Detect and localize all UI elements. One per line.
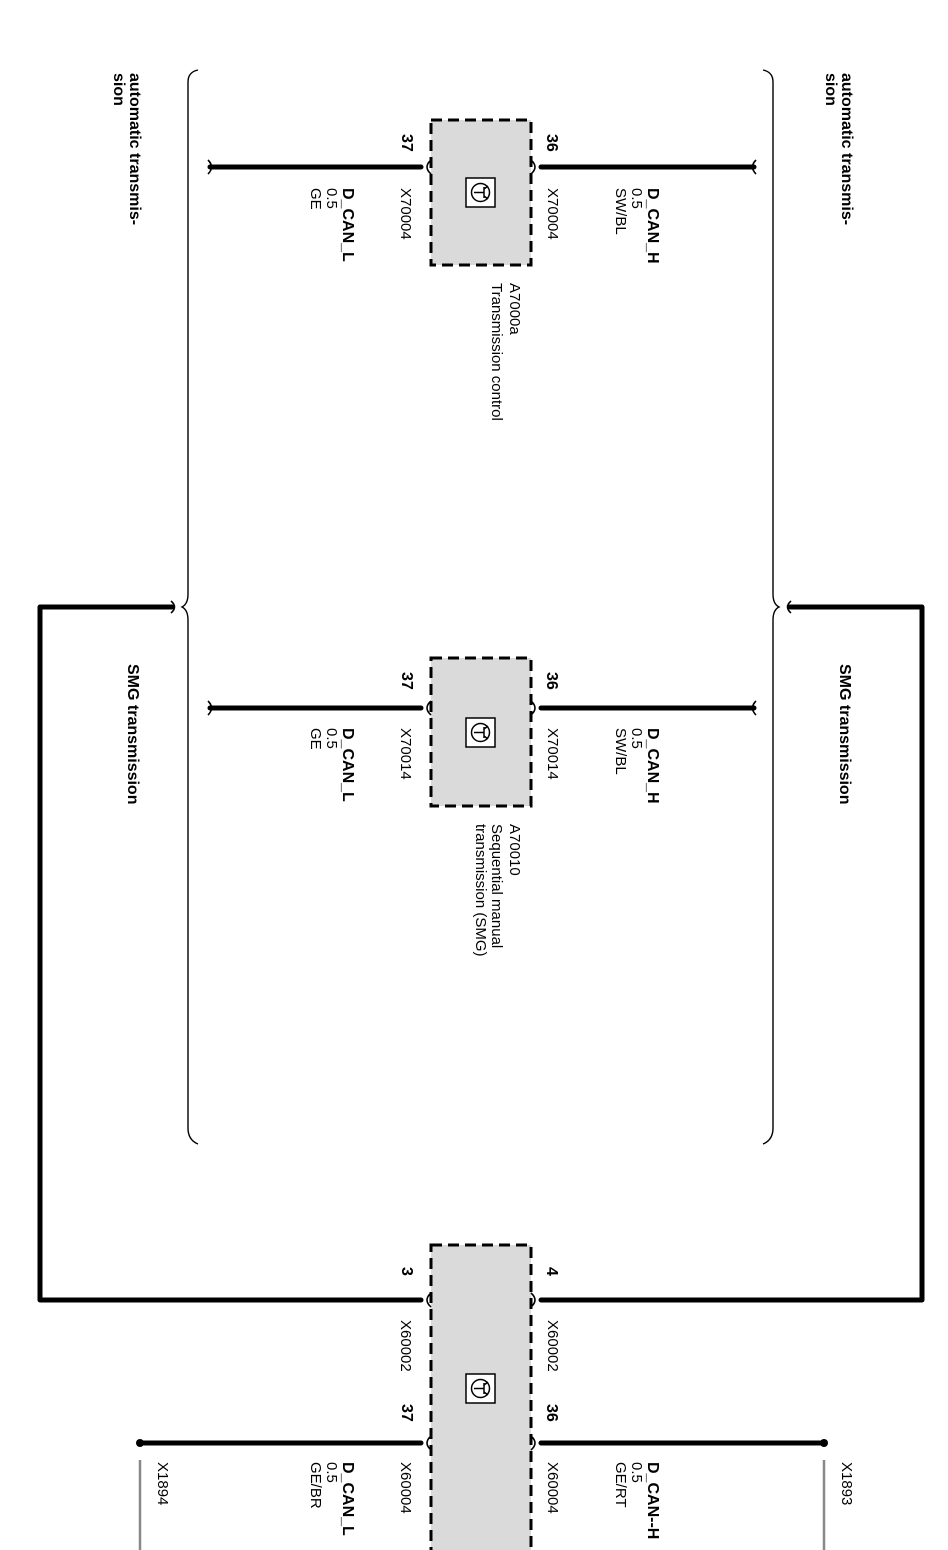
splice-x1894-dot (136, 1439, 144, 1447)
a7000a-low-signal: D_CAN_L (339, 188, 356, 262)
a70010-pin-37: 37 (398, 672, 415, 690)
a70010-high-end-cap (751, 700, 757, 716)
gateway-pin4-cap (530, 1292, 536, 1308)
gateway-high-size: 0.5 (628, 1462, 645, 1483)
variant-bracket-left (180, 69, 199, 1145)
a7000a-connector-high: X70004 (544, 188, 561, 240)
a7000a-pin36-cap (530, 159, 536, 175)
a70010-high-color: SW/BL (612, 728, 629, 775)
a7000a-connector-low: X70004 (397, 188, 414, 240)
a70010-pin-36: 36 (543, 672, 560, 690)
gateway-pin-36: 36 (543, 1404, 560, 1422)
a70010-pin36-cap (530, 700, 536, 716)
a7000a-low-size: 0.5 (323, 188, 340, 209)
a7000a-low-color: GE (307, 188, 324, 210)
a7000a-module-id: A7000a (506, 283, 523, 335)
gateway-low-signal: D_CAN_L (339, 1462, 356, 1536)
a70010-pin37-cap (426, 700, 432, 716)
gateway-high-color: GE/RT (612, 1462, 629, 1508)
gateway-connector-b-high: X60004 (544, 1462, 561, 1514)
a7000a-pin37-cap (426, 159, 432, 175)
splice-x1893-dot (820, 1439, 828, 1447)
a70010-low-end-cap (207, 700, 213, 716)
a70010-connector-high: X70014 (544, 728, 561, 780)
gateway-connector-b-low: X60004 (397, 1462, 414, 1514)
a70010-module-id: A70010 (506, 824, 523, 876)
gateway-low-size: 0.5 (323, 1462, 340, 1483)
a7000a-low-end-cap (207, 159, 213, 175)
variant-smg-right: SMG transmission (836, 664, 853, 804)
a70010-control-unit-icon (465, 717, 496, 748)
gateway-control-unit-icon (465, 1373, 496, 1404)
a7000a-high-color: SW/BL (612, 188, 629, 235)
a7000a-high-signal: D_CAN_H (644, 188, 661, 264)
a7000a-pin-36: 36 (543, 134, 560, 152)
a70010-low-color: GE (307, 728, 324, 750)
a70010-module-name-line1: Sequential manual (488, 824, 505, 948)
a70010-high-signal: D_CAN_H (644, 728, 661, 804)
can-low-trunk-wire (37, 604, 424, 1303)
gateway-low-color: GE/BR (307, 1462, 324, 1509)
gateway-pin-4: 4 (543, 1267, 560, 1276)
gateway-pin36-cap (530, 1435, 536, 1451)
a7000a-control-unit-icon (465, 177, 496, 208)
gateway-connector-a-low: X60002 (397, 1320, 414, 1372)
variant-automatic-right-line1: automatic transmis- (838, 73, 855, 225)
a70010-low-size: 0.5 (323, 728, 340, 749)
splice-x1894-label: X1894 (154, 1462, 171, 1505)
a70010-module-name-line2: transmission (SMG) (472, 824, 489, 957)
a7000a-pin-37: 37 (398, 134, 415, 152)
trunk-low-cap (170, 600, 176, 614)
gateway-pin-3: 3 (398, 1267, 415, 1276)
gateway-pin37-cap (426, 1435, 432, 1451)
variant-bracket-right (762, 69, 781, 1145)
a70010-connector-low: X70014 (397, 728, 414, 780)
trunk-high-cap (786, 600, 792, 614)
a7000a-high-end-cap (751, 159, 757, 175)
gateway-connector-a-high: X60002 (544, 1320, 561, 1372)
a7000a-high-size: 0.5 (628, 188, 645, 209)
variant-automatic-left-line2: sion (110, 73, 127, 106)
variant-automatic-left-line1: automatic transmis- (126, 73, 143, 225)
gateway-pin3-cap (426, 1292, 432, 1308)
gateway-pin-37: 37 (398, 1404, 415, 1422)
variant-automatic-right-line2: sion (822, 73, 839, 106)
a7000a-module-name: Transmission control (488, 283, 505, 421)
gateway-high-signal: D_CAN--H (644, 1462, 661, 1539)
splice-x1893-label: X1893 (838, 1462, 855, 1505)
can-high-trunk-wire (538, 604, 925, 1303)
variant-smg-left: SMG transmission (124, 664, 141, 804)
a70010-high-size: 0.5 (628, 728, 645, 749)
module-a7000a-box (429, 118, 533, 267)
a70010-low-signal: D_CAN_L (339, 728, 356, 802)
